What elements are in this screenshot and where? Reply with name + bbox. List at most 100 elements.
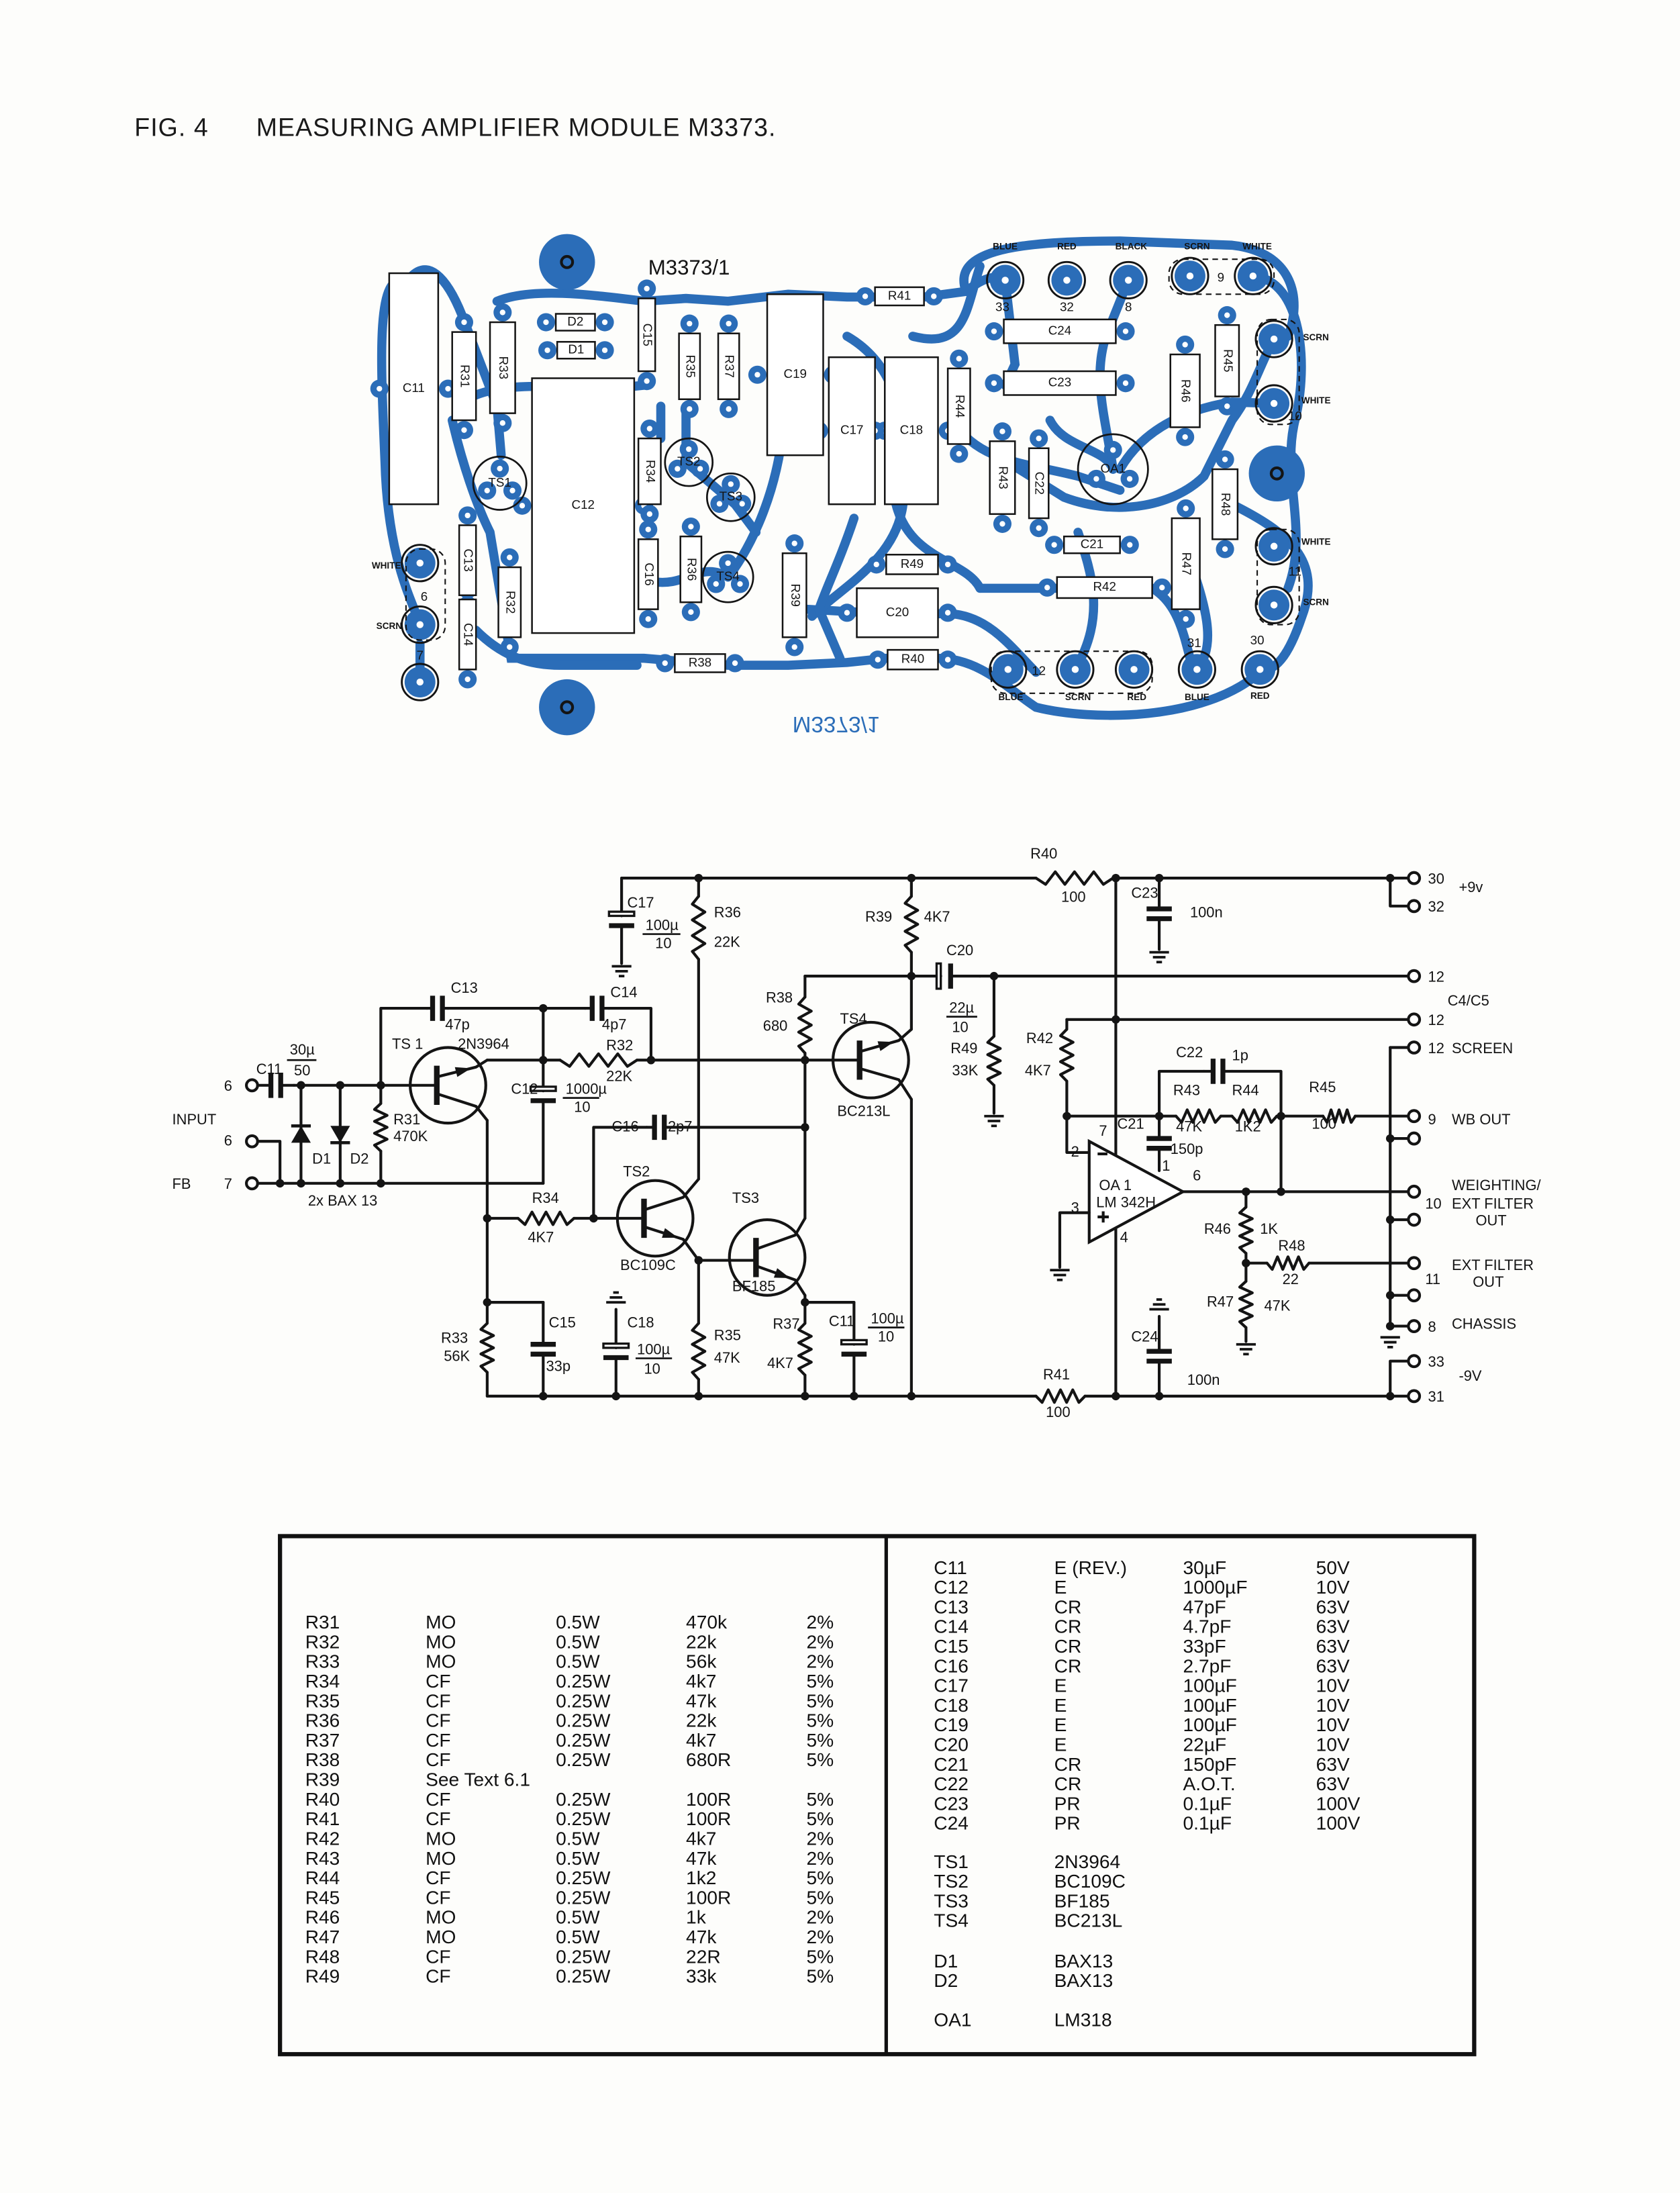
transistor-symbol <box>831 1020 910 1100</box>
pad-hole <box>991 328 997 334</box>
component-outline <box>678 332 701 401</box>
table-cell: 5% <box>806 1690 834 1711</box>
schematic-label: 47K <box>714 1349 740 1366</box>
wire-color-label: SCRN <box>1184 242 1209 252</box>
semiconductor-outline <box>1077 433 1149 505</box>
resistor-symbol <box>1265 1255 1311 1271</box>
schematic-label: R34 <box>532 1189 559 1206</box>
table-cell: 2% <box>806 1612 834 1632</box>
schematic-label: C11 <box>256 1061 283 1077</box>
pad-number: 33 <box>995 299 1009 313</box>
table-cell: MO <box>426 1907 456 1928</box>
pad-hole <box>645 616 651 622</box>
schematic-label: R40 <box>1030 845 1057 862</box>
junction-dot <box>483 1214 492 1223</box>
resistor-symbol <box>797 995 813 1055</box>
table-cell: PR <box>1054 1813 1081 1834</box>
connector-ring <box>1254 527 1293 566</box>
table-cell: R42 <box>305 1828 340 1849</box>
schematic-label: C4/C5 <box>1448 992 1489 1009</box>
schematic-label: 1K2 <box>1235 1118 1261 1135</box>
table-cell: C16 <box>934 1655 969 1676</box>
table-cell: E <box>1054 1714 1067 1735</box>
component-outline <box>556 340 596 360</box>
wire-color-label: SCRN <box>1303 332 1328 342</box>
schematic-label: C23 <box>1131 884 1158 901</box>
connector-ring <box>1109 260 1148 300</box>
pad-hole <box>509 487 515 493</box>
component-label: D1 <box>568 342 584 356</box>
junction-dot <box>1111 873 1120 883</box>
component-outline <box>388 272 440 505</box>
schematic-label: 12 <box>1428 1040 1444 1057</box>
junction-dot <box>1154 873 1164 883</box>
schematic-label: R47 <box>1207 1293 1234 1310</box>
connector-ring <box>986 260 1025 300</box>
copper-trace <box>492 288 880 306</box>
component-label: R46 <box>1179 379 1193 402</box>
table-cell: 50V <box>1316 1557 1350 1578</box>
component-label: C19 <box>784 367 807 381</box>
schematic-label: 22K <box>606 1068 632 1085</box>
table-cell: 1k2 <box>686 1867 716 1888</box>
table-cell: 2.7pF <box>1183 1655 1232 1676</box>
resistor-symbol <box>1058 1028 1075 1083</box>
component-label: C24 <box>1048 324 1071 338</box>
pad-hole <box>1036 525 1042 531</box>
component-outline <box>451 331 477 422</box>
junction-dot <box>611 1392 621 1401</box>
transistor-symbol <box>409 1046 487 1125</box>
pad-hole <box>497 465 503 472</box>
pad-number: 11 <box>1289 565 1301 579</box>
wire <box>607 1007 652 1062</box>
schematic-label: CHASSIS <box>1452 1316 1516 1332</box>
table-cell: 0.5W <box>556 1907 600 1928</box>
pad-hole <box>688 524 694 530</box>
schematic-label: R39 <box>865 908 892 925</box>
pad-hole <box>999 521 1005 527</box>
table-cell: 0.5W <box>556 1631 600 1652</box>
schematic-label: OA 1 <box>1099 1177 1132 1193</box>
schematic-label: 12 <box>1428 1012 1444 1028</box>
pad-hole <box>1159 585 1165 591</box>
wire <box>1157 1069 1205 1118</box>
pad-number: 32 <box>1060 299 1074 313</box>
pad-hole <box>1122 328 1129 334</box>
schematic-label: OUT <box>1473 1273 1503 1290</box>
pad-hole <box>739 501 745 507</box>
table-cell: 56k <box>686 1651 717 1672</box>
junction-dot <box>1385 1134 1395 1143</box>
table-cell: TS4 <box>934 1910 969 1931</box>
junction-dot <box>297 1081 305 1090</box>
pad-hole <box>499 420 505 426</box>
table-cell: C22 <box>934 1773 969 1794</box>
schematic-label: R35 <box>714 1326 741 1343</box>
schematic-label: 11 <box>1425 1271 1440 1287</box>
connector-hole <box>1124 277 1132 284</box>
table-cell: 2% <box>806 1631 834 1652</box>
component-label: R40 <box>901 652 924 666</box>
connector-ring <box>1254 585 1293 624</box>
junction-dot <box>275 1179 285 1188</box>
table-cell: 100µF <box>1183 1675 1237 1696</box>
schematic-label: R37 <box>773 1316 799 1332</box>
pad-hole <box>873 561 879 568</box>
junction-dot <box>539 1392 548 1401</box>
connector-hole <box>416 559 424 567</box>
connector-ring <box>401 663 440 701</box>
terminal-icon <box>245 1176 259 1191</box>
terminal-icon <box>1407 1354 1422 1369</box>
wire <box>642 1177 700 1212</box>
table-cell: C18 <box>934 1695 969 1716</box>
schematic-label: WEIGHTING/ <box>1452 1177 1541 1193</box>
